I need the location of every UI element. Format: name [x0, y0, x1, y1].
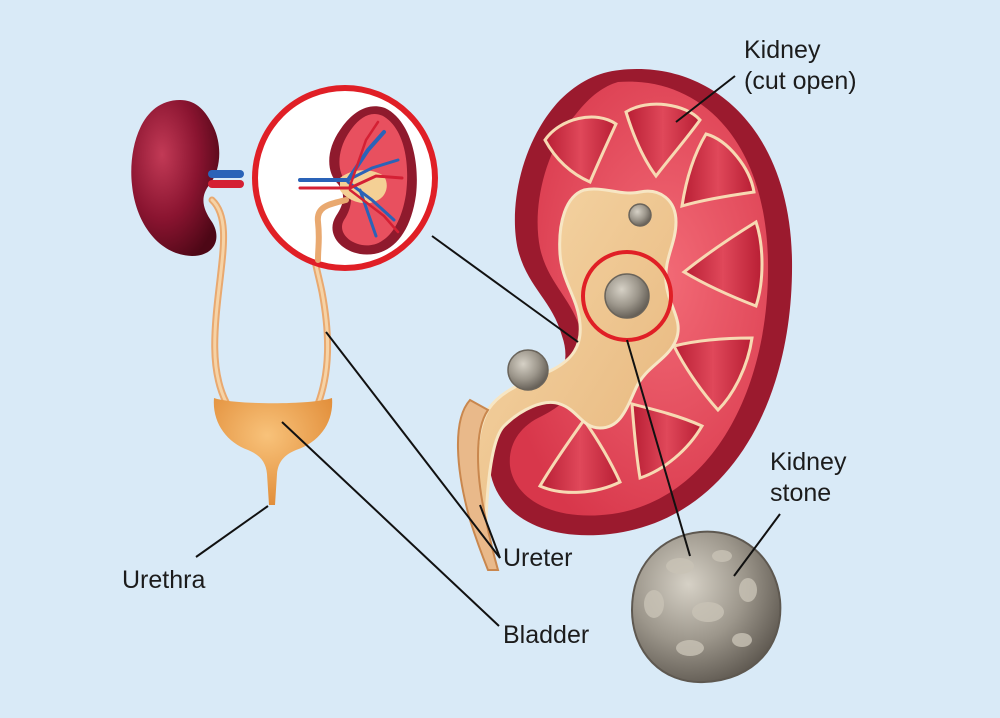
- zoom-inset: [252, 85, 438, 271]
- label-kidney-stone: Kidney stone: [770, 447, 846, 509]
- inset-ureter: [314, 197, 349, 263]
- small-urinary-system: [131, 100, 333, 505]
- renal-pyramids: [537, 102, 764, 494]
- label-bladder: Bladder: [503, 621, 590, 649]
- leader-kidney-stone: [733, 513, 781, 577]
- leader-kidney-cut-open: [675, 75, 736, 123]
- ureter-left-small-inner: [210, 198, 228, 404]
- leader-inset-to-kidney: [431, 235, 579, 343]
- stone-texture: [644, 550, 757, 656]
- pyramid: [671, 336, 754, 413]
- medium-stone: [507, 349, 549, 391]
- label-ureter: Ureter: [503, 544, 573, 572]
- pyramid: [543, 115, 618, 184]
- small-stone: [628, 203, 652, 227]
- inset-vessels: [298, 120, 404, 238]
- pyramid: [537, 417, 622, 494]
- label-kidney-stone-line1: Kidney: [770, 448, 847, 476]
- label-kidney-cut-open-line1: Kidney: [744, 36, 821, 64]
- large-kidney-cross-section: [457, 69, 793, 571]
- bladder: [213, 398, 333, 505]
- small-renal-vein: [208, 170, 244, 178]
- highlighted-stone: [604, 273, 650, 319]
- renal-pelvis: [473, 187, 680, 522]
- small-renal-artery: [208, 180, 244, 188]
- leader-lines: [195, 75, 781, 627]
- label-kidney-cut-open: Kidney (cut open): [744, 35, 857, 97]
- leader-ureter-from-inset: [325, 331, 501, 559]
- leader-ureter-from-large: [479, 504, 501, 559]
- pyramid: [681, 219, 764, 308]
- pyramid: [624, 102, 702, 179]
- leader-bladder: [281, 421, 500, 627]
- label-urethra: Urethra: [122, 566, 206, 594]
- kidney-stone-closeup: [630, 530, 782, 684]
- pyramid: [680, 132, 756, 209]
- label-kidney-stone-line2: stone: [770, 479, 832, 507]
- label-kidney-cut-open-line2: (cut open): [744, 67, 857, 95]
- ureter-large: [457, 398, 500, 571]
- leader-stone-to-closeup: [626, 339, 691, 557]
- stones-in-kidney: [507, 203, 652, 391]
- pyramid: [630, 402, 705, 480]
- small-kidney-left: [131, 100, 220, 256]
- leader-urethra: [195, 505, 269, 558]
